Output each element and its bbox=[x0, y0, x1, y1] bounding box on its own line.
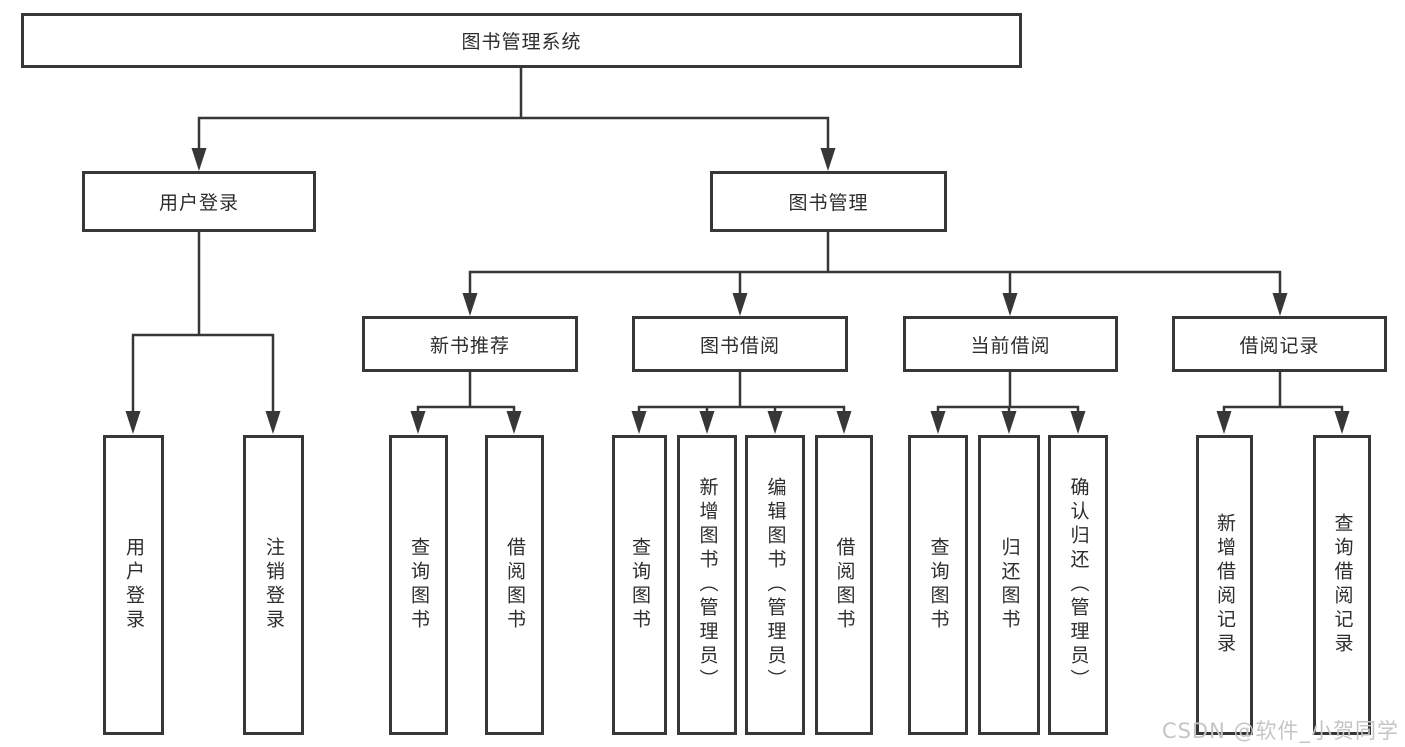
node-book-management-label: 图书管理 bbox=[788, 192, 869, 214]
leaf-add-borrow-record-label: 新增借阅记录 bbox=[1214, 513, 1236, 657]
leaf-query-borrow-record-label: 查询借阅记录 bbox=[1331, 513, 1354, 657]
leaf-user-login: 用户登录 bbox=[103, 435, 164, 735]
watermark: CSDN @软件_小贺同学 bbox=[1161, 719, 1399, 743]
node-new-book-recommend: 新书推荐 bbox=[362, 316, 578, 372]
node-borrowing-records-label: 借阅记录 bbox=[1239, 334, 1320, 357]
node-book-borrowing: 图书借阅 bbox=[632, 316, 848, 372]
leaf-logout-label: 注销登录 bbox=[263, 537, 285, 633]
leaf-return-books-label: 归还图书 bbox=[998, 537, 1021, 633]
node-book-borrowing-label: 图书借阅 bbox=[699, 334, 780, 357]
leaf-confirm-return-admin-label: 确认归还（管理员） bbox=[1067, 477, 1090, 693]
leaf-add-borrow-record: 新增借阅记录 bbox=[1196, 435, 1253, 735]
leaf-query-books-recommend: 查询图书 bbox=[389, 435, 448, 735]
leaf-query-books-borrow: 查询图书 bbox=[612, 435, 667, 735]
leaf-query-books-borrow-label: 查询图书 bbox=[629, 537, 651, 633]
leaf-user-login-label: 用户登录 bbox=[123, 537, 145, 633]
leaf-query-books-current-label: 查询图书 bbox=[927, 537, 950, 633]
leaf-query-borrow-record: 查询借阅记录 bbox=[1313, 435, 1371, 735]
connector-user-login bbox=[131, 232, 275, 412]
leaf-return-books: 归还图书 bbox=[978, 435, 1040, 735]
leaf-edit-book-admin-label: 编辑图书（管理员） bbox=[764, 477, 787, 693]
leaf-query-books-recommend-label: 查询图书 bbox=[408, 537, 430, 633]
connector-book-management bbox=[468, 232, 1282, 295]
leaf-borrow-books-borrow: 借阅图书 bbox=[815, 435, 873, 735]
node-book-management: 图书管理 bbox=[710, 171, 947, 232]
node-root: 图书管理系统 bbox=[21, 13, 1022, 68]
leaf-borrow-books-recommend: 借阅图书 bbox=[485, 435, 544, 735]
node-user-login: 用户登录 bbox=[82, 171, 316, 232]
connector-borrowing-records bbox=[1222, 372, 1344, 414]
node-new-book-recommend-label: 新书推荐 bbox=[429, 334, 510, 357]
node-root-label: 图书管理系统 bbox=[461, 31, 582, 53]
node-user-login-label: 用户登录 bbox=[158, 192, 239, 214]
leaf-add-book-admin-label: 新增图书（管理员） bbox=[696, 477, 719, 693]
leaf-logout: 注销登录 bbox=[243, 435, 304, 735]
leaf-edit-book-admin: 编辑图书（管理员） bbox=[745, 435, 805, 735]
node-borrowing-records: 借阅记录 bbox=[1172, 316, 1387, 372]
node-current-borrowing: 当前借阅 bbox=[903, 316, 1118, 372]
node-current-borrowing-label: 当前借阅 bbox=[970, 334, 1051, 357]
connector-book-borrowing bbox=[637, 372, 846, 414]
leaf-borrow-books-borrow-label: 借阅图书 bbox=[833, 537, 856, 633]
leaf-add-book-admin: 新增图书（管理员） bbox=[677, 435, 737, 735]
leaf-borrow-books-recommend-label: 借阅图书 bbox=[504, 537, 526, 633]
leaf-query-books-current: 查询图书 bbox=[908, 435, 968, 735]
connector-root bbox=[197, 68, 830, 149]
leaf-confirm-return-admin: 确认归还（管理员） bbox=[1048, 435, 1108, 735]
connector-current-borrowing bbox=[936, 372, 1080, 414]
connector-new-book bbox=[416, 372, 516, 414]
